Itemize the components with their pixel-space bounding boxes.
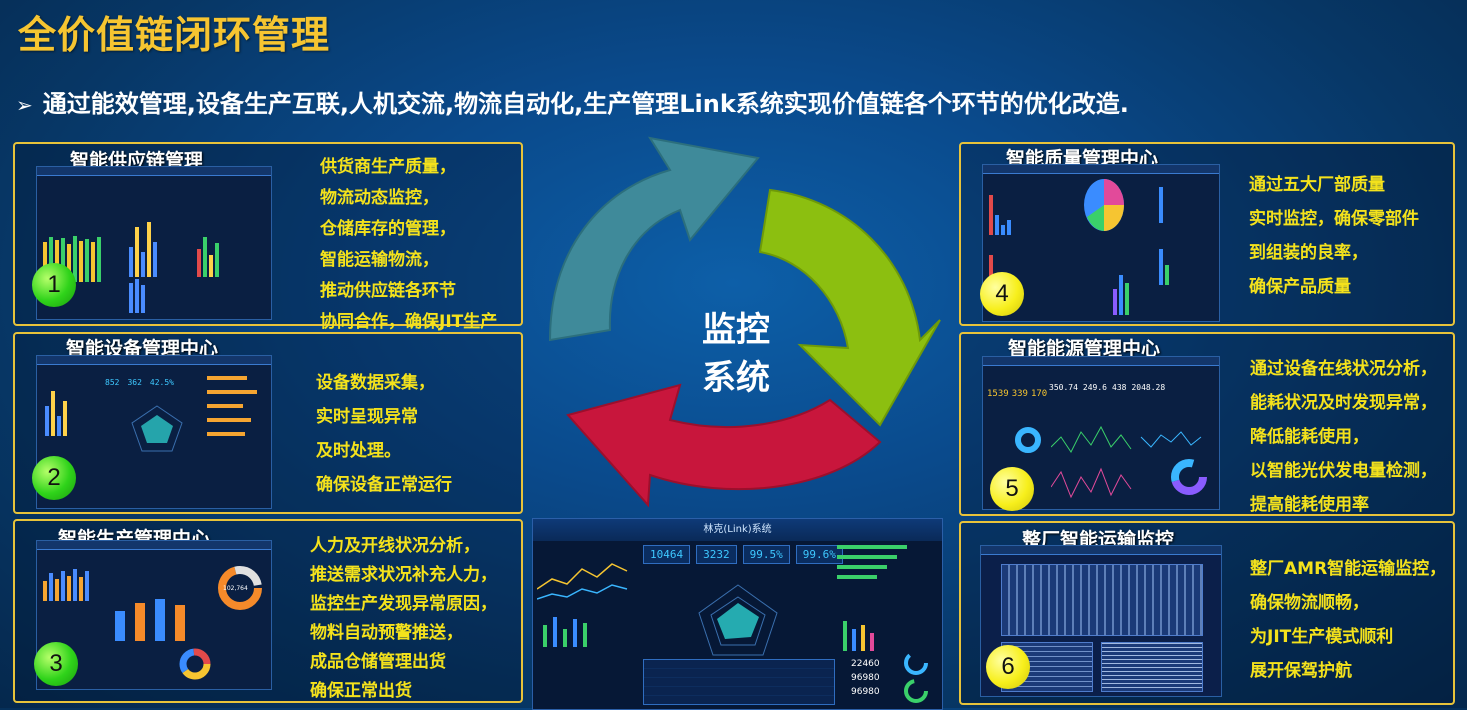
equipment-counter: 362 xyxy=(127,378,142,387)
equipment-counter: 42.5% xyxy=(149,378,174,387)
dashboard-side-value: 96980 xyxy=(851,673,880,683)
cycle-diagram xyxy=(548,136,941,508)
desc-line: 提高能耗使用率 xyxy=(1250,495,1369,515)
desc-line: 通过五大厂部质量 xyxy=(1249,175,1385,195)
production-counter: 102,764 xyxy=(223,585,248,592)
desc-line: 实时监控，确保零部件 xyxy=(1249,209,1419,229)
dashboard-side-value: 22460 xyxy=(851,659,880,669)
number-badge-4: 4 xyxy=(980,272,1024,316)
panel-desc-transport: 整厂AMR智能运输监控， 确保物流顺畅， 为JIT生产模式顺利 展开保驾护航 xyxy=(1250,552,1446,688)
desc-line: 能耗状况及时发现异常， xyxy=(1250,393,1437,413)
energy-counter: 350.74 xyxy=(1049,383,1078,392)
panel-desc-energy: 通过设备在线状况分析， 能耗状况及时发现异常， 降低能耗使用， 以智能光伏发电量… xyxy=(1250,352,1437,522)
link-system-dashboard: 林克(Link)系统 10464 3232 99.5% 99.6% 22460 … xyxy=(532,518,943,710)
energy-counter: 249.6 xyxy=(1082,383,1107,392)
number-badge-1: 1 xyxy=(32,263,76,307)
energy-counter: 1539 xyxy=(987,389,1009,399)
production-screenshot: 102,764 xyxy=(36,540,272,690)
desc-line: 为JIT生产模式顺利 xyxy=(1250,627,1394,647)
kpi-value: 3232 xyxy=(696,545,737,564)
desc-line: 确保设备正常运行 xyxy=(316,475,452,495)
desc-line: 人力及开线状况分析， xyxy=(310,536,480,556)
equipment-counter: 852 xyxy=(105,378,120,387)
energy-screenshot: 1539 339 170 350.74 249.6 438 2048.28 xyxy=(982,356,1220,510)
desc-line: 成品仓储管理出货 xyxy=(310,652,446,672)
desc-line: 供货商生产质量， xyxy=(320,157,456,177)
number-badge-5: 5 xyxy=(990,467,1034,511)
desc-line: 设备数据采集， xyxy=(316,373,435,393)
desc-line: 降低能耗使用， xyxy=(1250,427,1369,447)
desc-line: 到组装的良率， xyxy=(1249,243,1368,263)
desc-line: 推送需求状况补充人力， xyxy=(310,565,497,585)
subtitle: ➢ 通过能效管理,设备生产互联,人机交流,物流自动化,生产管理Link系统实现价值… xyxy=(16,84,1129,119)
cycle-arrow-red xyxy=(566,383,882,508)
page-title: 全价值链闭环管理 xyxy=(18,13,331,57)
desc-line: 监控生产发现异常原因， xyxy=(310,594,497,614)
desc-line: 智能运输物流， xyxy=(320,250,439,270)
panel-title-energy: 智能能源管理中心 xyxy=(1008,338,1161,360)
energy-counter: 438 xyxy=(1112,383,1127,392)
panel-title-equipment: 智能设备管理中心 xyxy=(66,338,219,360)
desc-line: 通过设备在线状况分析， xyxy=(1250,359,1437,379)
dashboard-side-value: 96980 xyxy=(851,687,880,697)
energy-counter: 170 xyxy=(1030,389,1048,399)
dashboard-title: 林克(Link)系统 xyxy=(533,519,942,541)
supply-chain-screenshot xyxy=(36,166,272,320)
kpi-value: 10464 xyxy=(643,545,691,564)
bullet-arrow-icon: ➢ xyxy=(16,93,33,117)
desc-line: 协同合作，确保JIT生产 xyxy=(320,312,498,332)
panel-desc-supply-chain: 供货商生产质量， 物流动态监控， 仓储库存的管理， 智能运输物流， 推动供应链各… xyxy=(320,152,497,338)
kpi-value: 99.6% xyxy=(795,545,843,564)
kpi-value: 99.5% xyxy=(742,545,790,564)
cycle-arrow-teal xyxy=(548,136,760,342)
cycle-arrow-green xyxy=(758,188,941,427)
desc-line: 推动供应链各环节 xyxy=(320,281,456,301)
desc-line: 物流动态监控， xyxy=(320,188,439,208)
number-badge-6: 6 xyxy=(986,645,1030,689)
center-label: 监控 系统 xyxy=(690,306,782,402)
desc-line: 实时呈现异常 xyxy=(316,407,418,427)
panel-desc-quality: 通过五大厂部质量 实时监控，确保零部件 到组装的良率， 确保产品质量 xyxy=(1249,168,1419,304)
panel-desc-production: 人力及开线状况分析， 推送需求状况补充人力， 监控生产发现异常原因， 物料自动预… xyxy=(310,532,497,706)
desc-line: 仓储库存的管理， xyxy=(320,219,456,239)
energy-counter: 2048.28 xyxy=(1131,383,1166,392)
number-badge-2: 2 xyxy=(32,456,76,500)
number-badge-3: 3 xyxy=(34,642,78,686)
desc-line: 确保正常出货 xyxy=(310,681,412,701)
desc-line: 展开保驾护航 xyxy=(1250,661,1352,681)
panel-desc-equipment: 设备数据采集， 实时呈现异常 及时处理。 确保设备正常运行 xyxy=(316,366,452,502)
center-label-line1: 监控 xyxy=(702,310,770,350)
energy-counter: 339 xyxy=(1011,389,1028,399)
desc-line: 以智能光伏发电量检测， xyxy=(1250,461,1437,481)
desc-line: 及时处理。 xyxy=(316,441,401,461)
desc-line: 确保物流顺畅， xyxy=(1250,593,1369,613)
desc-line: 物料自动预警推送， xyxy=(310,623,463,643)
desc-line: 确保产品质量 xyxy=(1249,277,1351,297)
center-label-line2: 系统 xyxy=(702,358,770,398)
subtitle-text: 通过能效管理,设备生产互联,人机交流,物流自动化,生产管理Link系统实现价值链… xyxy=(42,90,1129,118)
desc-line: 整厂AMR智能运输监控， xyxy=(1250,559,1447,579)
